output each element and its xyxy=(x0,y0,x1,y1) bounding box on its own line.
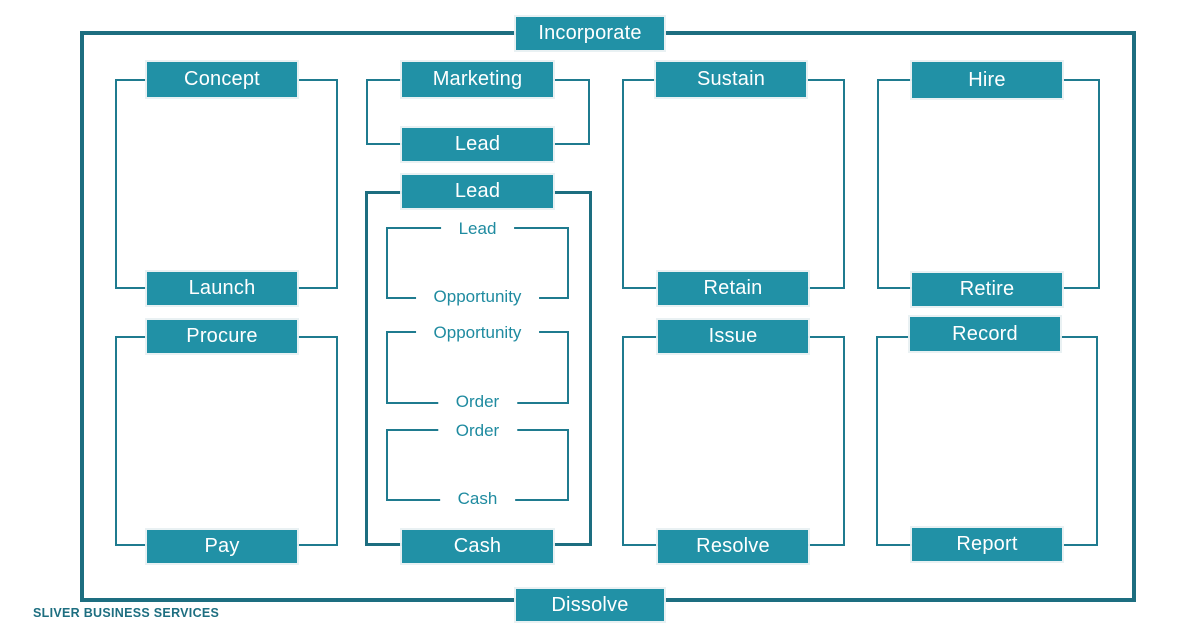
brand-text: SLIVER BUSINESS SERVICES xyxy=(33,606,220,620)
sustain-retain-cycle-border xyxy=(622,79,845,289)
record-node: Record xyxy=(910,317,1060,351)
resolve-node: Resolve xyxy=(658,530,808,563)
concept-node: Concept xyxy=(147,62,297,97)
order-cash-start-label: Order xyxy=(437,421,518,441)
order-cash-subcycle: Order Cash xyxy=(386,421,569,509)
procure-pay-cycle-border xyxy=(115,336,338,546)
opportunity-order-subcycle: Opportunity Order xyxy=(386,323,569,412)
hire-retire-cycle-border xyxy=(877,79,1100,289)
retire-node: Retire xyxy=(912,273,1062,306)
incorporate-node: Incorporate xyxy=(516,17,664,50)
lead-node: Lead xyxy=(402,128,553,161)
launch-node: Launch xyxy=(147,272,297,305)
lead-cash-start-node: Lead xyxy=(402,175,553,208)
order-cash-end-label: Cash xyxy=(439,489,516,509)
marketing-node: Marketing xyxy=(402,62,553,97)
procure-node: Procure xyxy=(147,320,297,353)
issue-resolve-cycle-border xyxy=(622,336,845,546)
lead-cash-end-node: Cash xyxy=(402,530,553,563)
retain-node: Retain xyxy=(658,272,808,305)
hire-node: Hire xyxy=(912,62,1062,98)
lead-opportunity-start-label: Lead xyxy=(440,219,515,239)
issue-node: Issue xyxy=(658,320,808,353)
opportunity-order-end-label: Order xyxy=(437,392,518,412)
sustain-node: Sustain xyxy=(656,62,806,97)
lead-opportunity-end-label: Opportunity xyxy=(415,287,540,307)
dissolve-node: Dissolve xyxy=(516,589,664,621)
opportunity-order-start-label: Opportunity xyxy=(415,323,540,343)
concept-launch-cycle-border xyxy=(115,79,338,289)
lead-opportunity-subcycle: Lead Opportunity xyxy=(386,219,569,307)
report-node: Report xyxy=(912,528,1062,561)
pay-node: Pay xyxy=(147,530,297,563)
record-report-cycle-border xyxy=(876,336,1098,546)
